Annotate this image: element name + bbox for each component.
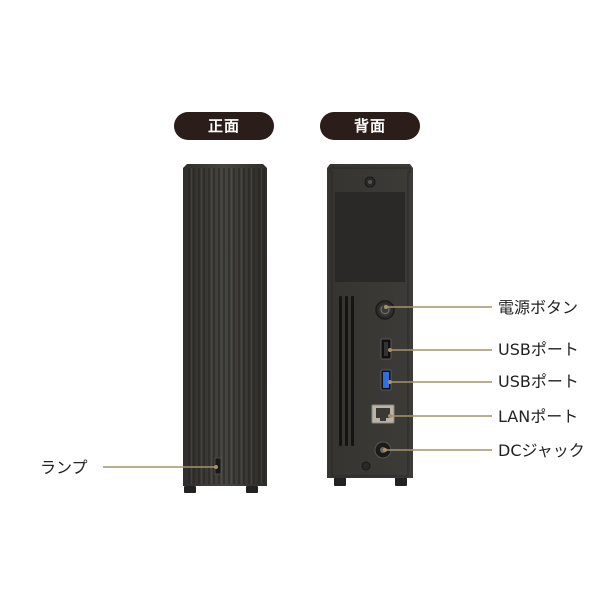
front-view-label: 正面: [174, 112, 274, 140]
back-foot-right: [395, 476, 407, 486]
front-foot-left: [184, 486, 196, 493]
power-button[interactable]: [375, 300, 395, 320]
usb-port-1[interactable]: [380, 338, 392, 360]
back-screw-bottom: [361, 461, 371, 471]
front-device: [183, 164, 267, 493]
back-view-label: 背面: [320, 112, 420, 140]
lamp-label: ランプ: [40, 458, 88, 477]
power-button-label: 電源ボタン: [498, 298, 579, 317]
back-device: [327, 164, 413, 486]
back-vent-panel: [335, 192, 405, 282]
usb-port-1-label: USBポート: [498, 340, 579, 359]
leader-lines: [103, 305, 492, 469]
back-foot-left: [334, 476, 346, 486]
usb-port-2-label: USBポート: [498, 372, 579, 391]
lan-port-label: LANポート: [498, 407, 579, 426]
back-vent-slots: [339, 296, 354, 446]
usb-port-2[interactable]: [380, 369, 392, 391]
front-ribs: [188, 168, 265, 484]
front-foot-right: [246, 486, 258, 493]
dc-jack-label: DCジャック: [498, 441, 585, 460]
lan-port[interactable]: [371, 404, 395, 424]
